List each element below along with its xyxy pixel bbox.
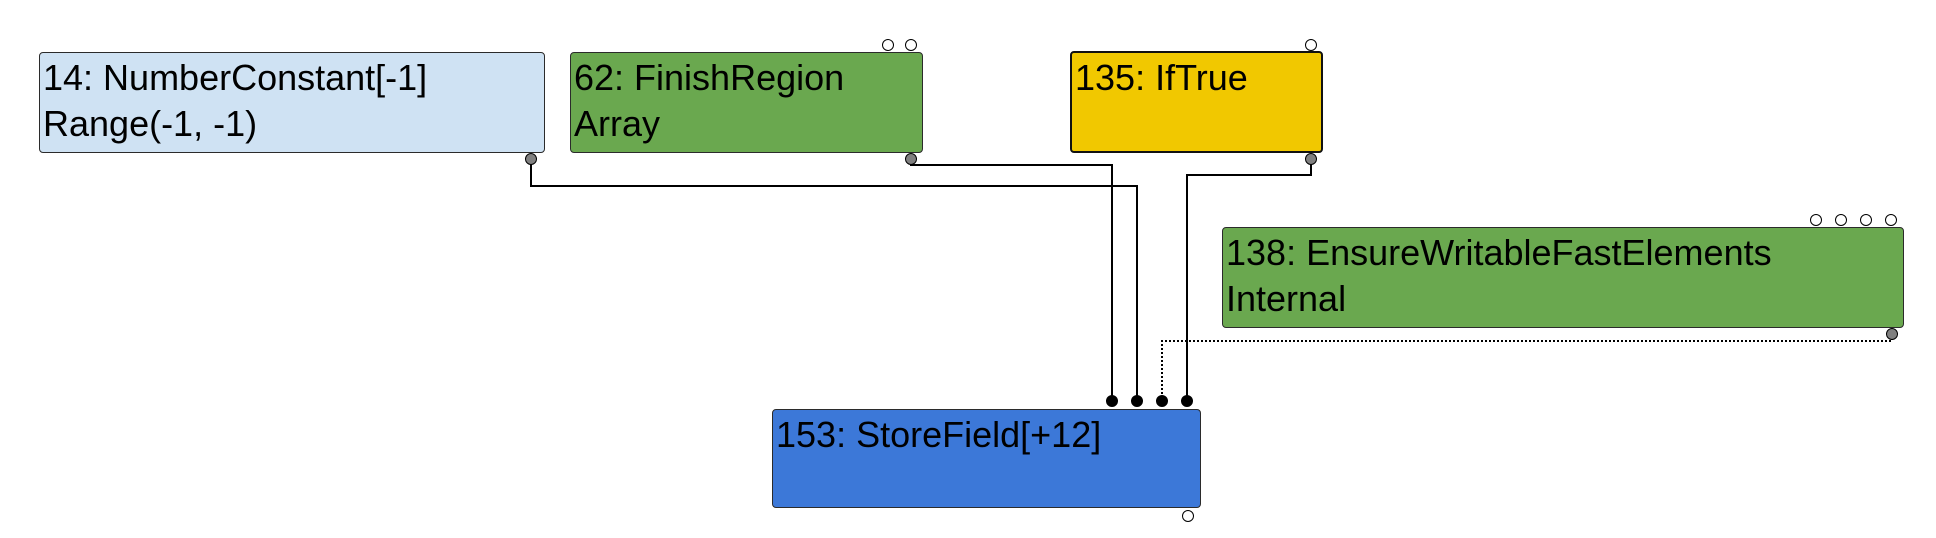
node-153-title: 153: StoreField[+12] (776, 414, 1102, 455)
node-135-title: 135: IfTrue (1075, 57, 1248, 98)
node-138-input-port-2[interactable] (1860, 214, 1872, 226)
node-153-input-port-3[interactable] (1181, 395, 1193, 407)
node-153-store-field[interactable]: 153: StoreField[+12] (772, 409, 1201, 508)
node-138-title: 138: EnsureWritableFastElements (1226, 232, 1772, 273)
edge-14-to-153-input-1[interactable] (530, 159, 1138, 401)
node-138-subtitle: Internal (1226, 278, 1347, 319)
edge-62-to-153-input-0[interactable] (910, 159, 1113, 401)
node-135-input-port-0[interactable] (1305, 39, 1317, 51)
node-138-input-port-1[interactable] (1835, 214, 1847, 226)
node-62-input-port-1[interactable] (905, 39, 917, 51)
node-62-input-port-0[interactable] (882, 39, 894, 51)
node-135-if-true[interactable]: 135: IfTrue (1070, 51, 1323, 153)
node-14-title: 14: NumberConstant[-1] (43, 57, 428, 98)
node-138-output-port[interactable] (1886, 328, 1898, 340)
node-138-ensure-writable-fast-elements[interactable]: 138: EnsureWritableFastElements Internal (1222, 227, 1904, 328)
node-62-title: 62: FinishRegion (574, 57, 845, 98)
node-62-subtitle: Array (574, 103, 661, 144)
node-62-output-port[interactable] (905, 153, 917, 165)
node-138-input-port-3[interactable] (1885, 214, 1897, 226)
ports-layer (525, 39, 1898, 522)
edge-135-to-153-input-3[interactable] (1186, 159, 1312, 401)
node-153-input-port-0[interactable] (1106, 395, 1118, 407)
node-14-output-port[interactable] (525, 153, 537, 165)
node-62-finish-region[interactable]: 62: FinishRegion Array (570, 52, 923, 153)
node-138-input-port-0[interactable] (1810, 214, 1822, 226)
node-14-subtitle: Range(-1, -1) (43, 103, 258, 144)
edge-138-to-153-input-2[interactable] (1161, 334, 1893, 401)
node-153-input-port-1[interactable] (1131, 395, 1143, 407)
node-135-output-port[interactable] (1305, 153, 1317, 165)
node-14-number-constant[interactable]: 14: NumberConstant[-1] Range(-1, -1) (39, 52, 545, 153)
node-153-input-port-2[interactable] (1156, 395, 1168, 407)
node-153-output-port[interactable] (1182, 510, 1194, 522)
